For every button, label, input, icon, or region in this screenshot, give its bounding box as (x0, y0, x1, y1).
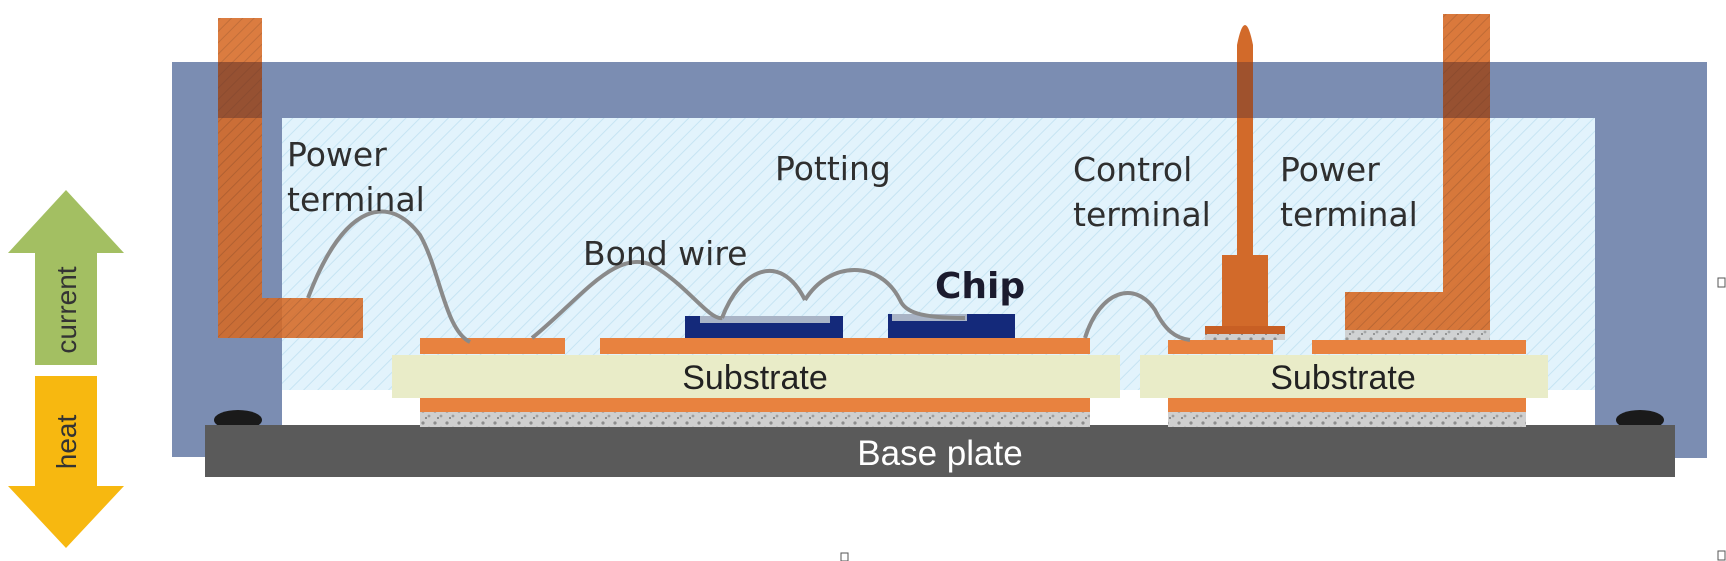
heat-arrow: heat (8, 376, 124, 548)
power-terminal-left-label-2: terminal (287, 180, 425, 219)
power-terminal-left-overlap (218, 62, 262, 118)
current-label: current (51, 266, 82, 353)
chip-1 (685, 316, 843, 338)
artifact-mark-3 (840, 552, 849, 561)
control-terminal-label-2: terminal (1073, 195, 1211, 234)
substrate-stack-right (1140, 340, 1548, 427)
substrate-left-label: Substrate (682, 359, 828, 397)
artifact-mark-2 (1717, 550, 1726, 561)
control-terminal-overlap (1237, 62, 1253, 118)
power-terminal-left-label-1: Power (287, 135, 387, 174)
potting-label: Potting (775, 149, 891, 188)
base-plate-label: Base plate (857, 434, 1022, 473)
substrate-right-label: Substrate (1270, 359, 1416, 397)
current-arrow: current (8, 190, 124, 365)
artifact-mark-1 (1717, 277, 1726, 288)
chip-label: Chip (935, 266, 1025, 307)
substrate-stack-left (392, 338, 1120, 427)
heat-label: heat (51, 415, 82, 470)
power-terminal-right-overlap (1443, 62, 1490, 118)
base-plate (205, 425, 1675, 477)
power-terminal-right-label-2: terminal (1280, 195, 1418, 234)
power-terminal-right-label-1: Power (1280, 150, 1380, 189)
bond-wires (306, 209, 1191, 344)
control-terminal-label-1: Control (1073, 150, 1192, 189)
bond-wire-label: Bond wire (583, 234, 747, 273)
